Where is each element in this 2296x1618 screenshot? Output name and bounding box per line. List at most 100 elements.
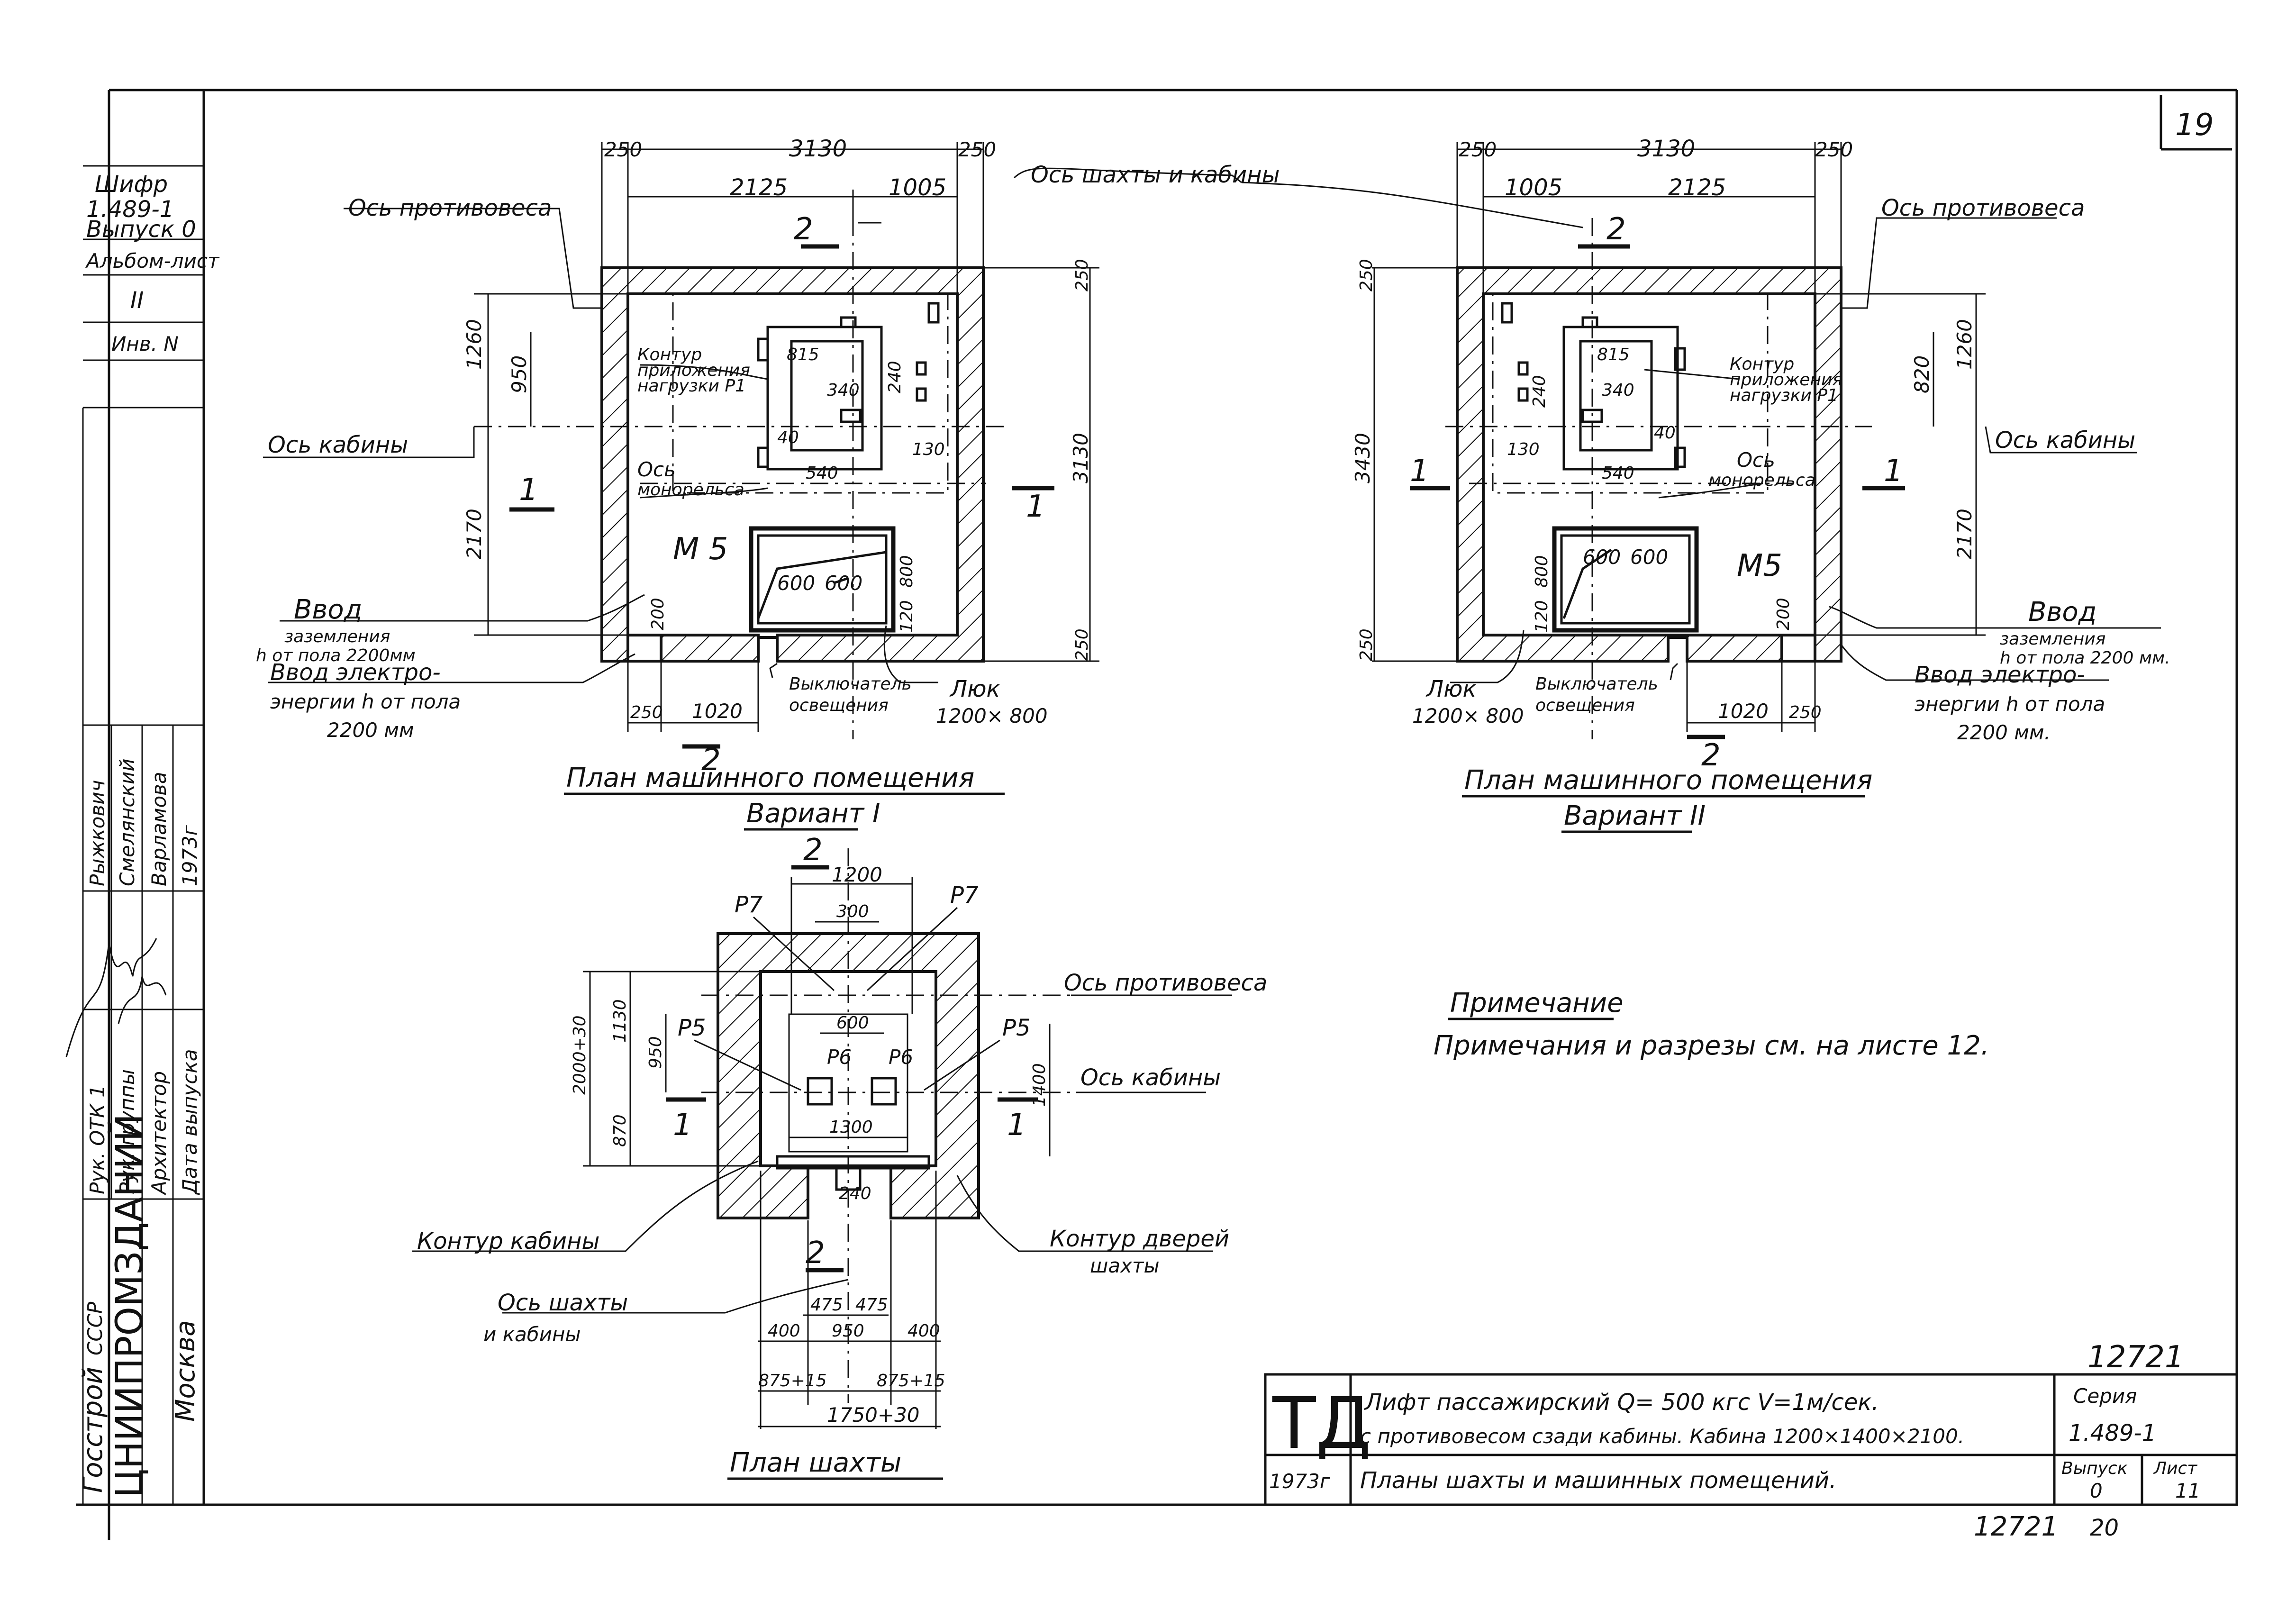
label-power-input: Ввод электро- (270, 659, 441, 686)
album-sheet-label: Альбом-лист (85, 249, 220, 273)
label-shaft-door-contour: Контур дверей (1050, 1226, 1229, 1252)
section-mark: 2 (701, 743, 721, 778)
label-counterweight-axis: Ось противовеса (348, 195, 552, 221)
dim: 2170 (1953, 509, 1976, 559)
dim: 200 (1774, 598, 1793, 630)
label-ground-input: Ввод (294, 594, 362, 625)
label-monorail-axis: Ось (637, 458, 676, 481)
dim: 540 (806, 464, 838, 483)
label-monorail-axis: монорельса (637, 480, 744, 500)
dim: 250 (604, 138, 642, 161)
dim: 800 (897, 555, 917, 588)
inventory-label: Инв. N (111, 332, 179, 355)
dim: 250 (1072, 259, 1092, 291)
album-sheet-value: II (130, 287, 144, 314)
dim: 250 (1815, 138, 1853, 161)
label-load-contour: нагрузки P1 (1730, 386, 1838, 405)
label-power-input: Ввод электро- (1915, 662, 2085, 688)
label-cabin-axis: Ось кабины (1080, 1064, 1221, 1091)
title-block-mark: ТД (1272, 1382, 1371, 1465)
section-mark: 2 (1701, 738, 1721, 773)
label-load-contour: нагрузки P1 (637, 376, 746, 396)
label-light-switch: освещения (789, 696, 889, 715)
dim: 300 (836, 902, 869, 921)
label-monorail-axis: Ось (1737, 448, 1775, 472)
label-load-contour: Контур (1730, 355, 1794, 374)
label-counterweight-axis: Ось противовеса (1881, 195, 2085, 221)
dim: 540 (1602, 464, 1634, 483)
label-hatch: Люк (949, 676, 1000, 702)
dim: 950 (646, 1036, 665, 1069)
dim: 1020 (692, 700, 743, 723)
name-4: 1973г (178, 825, 201, 886)
dim: 400 (908, 1321, 940, 1341)
label-light-switch: Выключатель (1535, 674, 1658, 694)
name-3: Варламова (147, 772, 171, 886)
issue-value: 0 (2090, 1479, 2103, 1502)
sheet-label: Лист (2153, 1459, 2197, 1478)
dim: 1260 (1953, 319, 1976, 370)
title-line-1: Лифт пассажирский Q= 500 кгс V=1м/сек. (1364, 1389, 1879, 1416)
dim: 800 (1532, 555, 1552, 588)
label-power-input: энергии h от пола (270, 690, 461, 713)
org-suffix: СССР (83, 1301, 107, 1355)
dim: 820 (1910, 355, 1933, 393)
sheet-frame (76, 89, 2238, 1540)
label-light-switch: освещения (1535, 696, 1635, 715)
section-mark: 2 (794, 212, 813, 247)
dim: 600 (1630, 545, 1668, 569)
note-heading: Примечание (1450, 988, 1624, 1018)
hatch-mark: М5 (1737, 548, 1782, 583)
dim: 3130 (789, 136, 847, 162)
dim: 950 (508, 355, 531, 393)
plan-variant-1: 250 3130 250 2125 1005 1260 950 2170 250… (256, 136, 1280, 831)
label-shaft-axis: и кабины (483, 1323, 581, 1346)
dim: 600 (836, 1013, 869, 1033)
shifr-value: 1.489-1 (86, 196, 174, 223)
dim: 3130 (1069, 433, 1092, 483)
label-shaft-door-contour: шахты (1090, 1254, 1160, 1277)
label-shaft-axis: Ось шахты (498, 1290, 628, 1316)
dim: 250 (1357, 259, 1376, 291)
dim: 815 (1597, 345, 1630, 364)
dim: 1005 (889, 174, 946, 201)
dim: 475 (855, 1295, 888, 1315)
label-ground-input: Ввод (2028, 597, 2096, 627)
load-mark: P7 (950, 882, 979, 909)
label-power-input: энергии h от пола (1915, 692, 2105, 716)
dim: 250 (1072, 628, 1092, 661)
dim: 600 (1583, 545, 1621, 569)
role-4: Дата выпуска (178, 1049, 201, 1195)
note-text: Примечания и разрезы см. на листе 12. (1434, 1030, 1989, 1061)
dim: 2170 (463, 509, 486, 559)
dim: 120 (897, 600, 917, 633)
load-mark: P5 (678, 1015, 706, 1041)
label-counterweight-axis: Ось противовеса (1064, 970, 1267, 996)
dim: 1005 (1505, 174, 1562, 201)
dim: 400 (768, 1321, 800, 1341)
dim: 130 (1507, 440, 1540, 459)
dim: 1200 (832, 863, 882, 886)
org-city: Москва (170, 1320, 201, 1422)
dim: 2125 (1668, 174, 1726, 201)
load-mark: P6 (889, 1045, 913, 1069)
label-cabin-contour: Контур кабины (417, 1228, 599, 1254)
plan-v1-variant: Вариант I (746, 798, 880, 829)
label-load-contour: приложения (1730, 370, 1842, 390)
plan-v1-title: План машинного помещения (566, 763, 974, 793)
section-mark: 2 (1606, 212, 1626, 247)
title-block: 12721 ТД Лифт пассажирский Q= 500 кгс V=… (1264, 1340, 2238, 1542)
issue-label: Выпуск 0 (86, 216, 196, 243)
role-1: Рук. ОТК 1 (86, 1085, 109, 1194)
hatch-mark: М 5 (673, 532, 728, 567)
dim: 250 (1459, 138, 1497, 161)
dim: 340 (827, 381, 860, 400)
dim: 40 (777, 428, 799, 447)
label-hatch: 1200× 800 (1412, 704, 1524, 727)
archive-number-bottom: 12721 (1974, 1511, 2058, 1542)
title-line-2: с противовесом сзади кабины. Кабина 1200… (1360, 1425, 1964, 1448)
role-3: Архитектор (147, 1071, 171, 1196)
label-ground-input: h от пола 2200мм (256, 646, 416, 665)
label-load-contour: Контур (637, 345, 702, 364)
signature (118, 976, 167, 1024)
